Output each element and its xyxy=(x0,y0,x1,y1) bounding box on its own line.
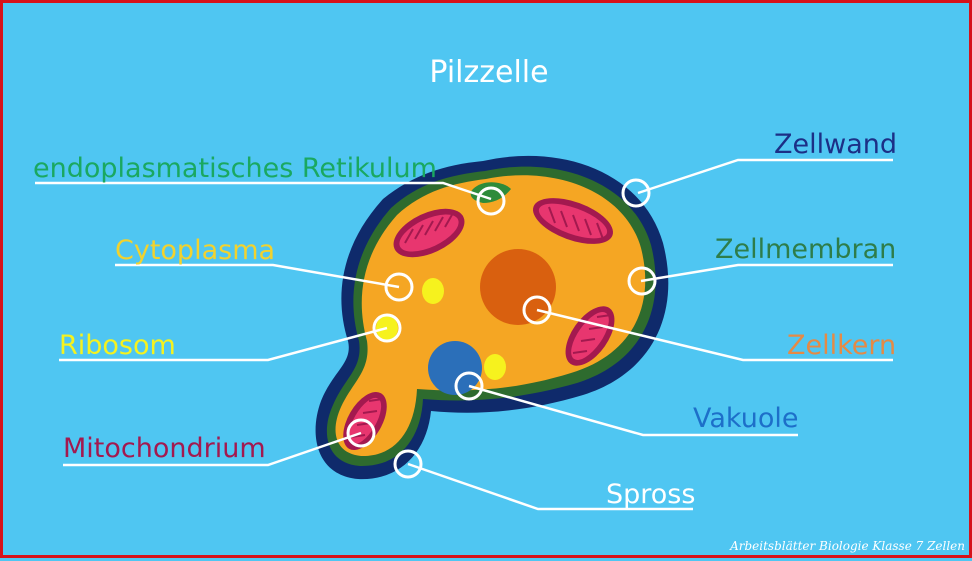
marker-vakuole xyxy=(454,371,484,401)
footer-caption: Arbeitsblätter Biologie Klasse 7 Zellen xyxy=(730,539,965,553)
vacuole-shape xyxy=(428,341,482,395)
label-zellwand: Zellwand xyxy=(774,129,897,160)
label-vakuole: Vakuole xyxy=(693,403,799,434)
marker-zellkern xyxy=(522,295,552,325)
leader-zellkern xyxy=(536,308,893,362)
label-zellmembran: Zellmembran xyxy=(715,234,897,265)
leader-ribosom xyxy=(59,326,388,362)
mitochondrion-top-left xyxy=(393,208,465,258)
marker-mitochondrium xyxy=(346,418,376,448)
marker-circles xyxy=(346,178,657,479)
leader-spross xyxy=(407,462,693,511)
label-ribosom: Ribosom xyxy=(59,330,176,361)
leader-zellwand xyxy=(637,158,893,195)
label-zellkern: Zellkern xyxy=(787,330,897,361)
cell-illustration xyxy=(35,155,893,511)
label-cytoplasma: Cytoplasma xyxy=(115,235,276,266)
marker-zellmembran xyxy=(627,266,657,296)
label-er: endoplasmatisches Retikulum xyxy=(33,153,437,184)
leader-vakuole xyxy=(468,384,798,437)
marker-zellwand xyxy=(621,178,651,208)
leader-zellmembran xyxy=(640,263,893,283)
leader-lines xyxy=(35,158,893,511)
er-shape xyxy=(470,182,511,203)
diagram-title: Pilzzelle xyxy=(429,55,549,90)
leader-mitochondrium xyxy=(63,431,362,467)
label-mitochondrium: Mitochondrium xyxy=(63,433,266,464)
leader-cytoplasma xyxy=(115,263,400,289)
label-spross: Spross xyxy=(606,479,696,510)
ribosome-3 xyxy=(484,354,506,380)
marker-cytoplasma xyxy=(384,272,414,302)
marker-er xyxy=(476,186,506,216)
marker-spross xyxy=(393,449,423,479)
leader-er xyxy=(35,181,492,201)
nucleus-shape xyxy=(480,249,556,325)
marker-ribosom xyxy=(372,313,402,343)
mitochondrion-top-right xyxy=(533,198,613,244)
ribosome-1 xyxy=(422,278,444,304)
